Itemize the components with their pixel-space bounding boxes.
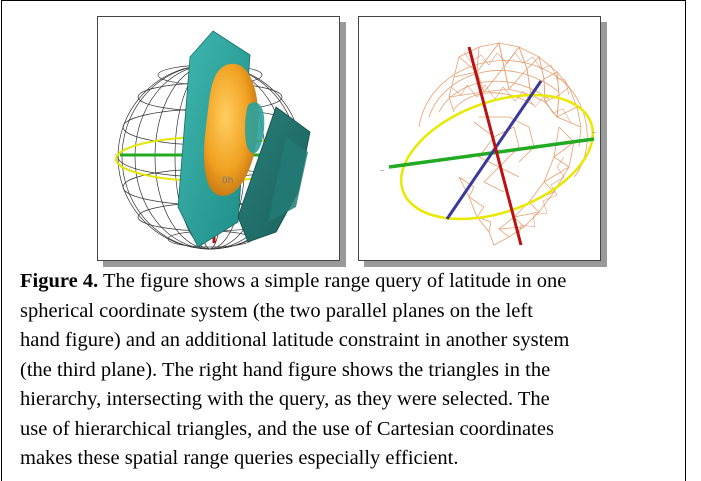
triangle-hierarchy-image: ~ ~ [359, 17, 600, 260]
caption-line-3: hand figure) and an additional latitude … [20, 329, 570, 351]
query-cap [203, 63, 259, 196]
caption-line-6: use of hierarchical triangles, and the u… [20, 417, 554, 440]
caption-line-4: (the third plane). The right hand figure… [20, 358, 551, 381]
equator-ring [399, 93, 595, 221]
svg-text:~: ~ [591, 129, 597, 137]
y-axis [445, 80, 543, 220]
sphere-query-planes-image: 0h · [98, 17, 339, 260]
caption-line-1: Figure 4. The figure shows a simple rang… [20, 270, 567, 292]
left-figure-panel: 0h · [97, 16, 340, 261]
svg-text:~: ~ [379, 167, 385, 175]
right-figure-panel: ~ ~ [358, 16, 601, 261]
query-plane-front [237, 106, 311, 243]
caption-line-5: hierarchy, intersecting with the query, … [20, 388, 550, 410]
figure-frame [1, 0, 686, 481]
caption-line-7: makes these spatial range queries especi… [20, 447, 459, 469]
caption-line-2: spherical coordinate system (the two par… [20, 299, 533, 322]
figure-caption: Figure 4. The figure shows a simple rang… [20, 267, 675, 474]
axis-0h-label: 0h [222, 176, 233, 186]
figure-label: Figure 4. [20, 270, 99, 292]
svg-text:·: · [114, 151, 116, 159]
z-axis [467, 46, 523, 246]
